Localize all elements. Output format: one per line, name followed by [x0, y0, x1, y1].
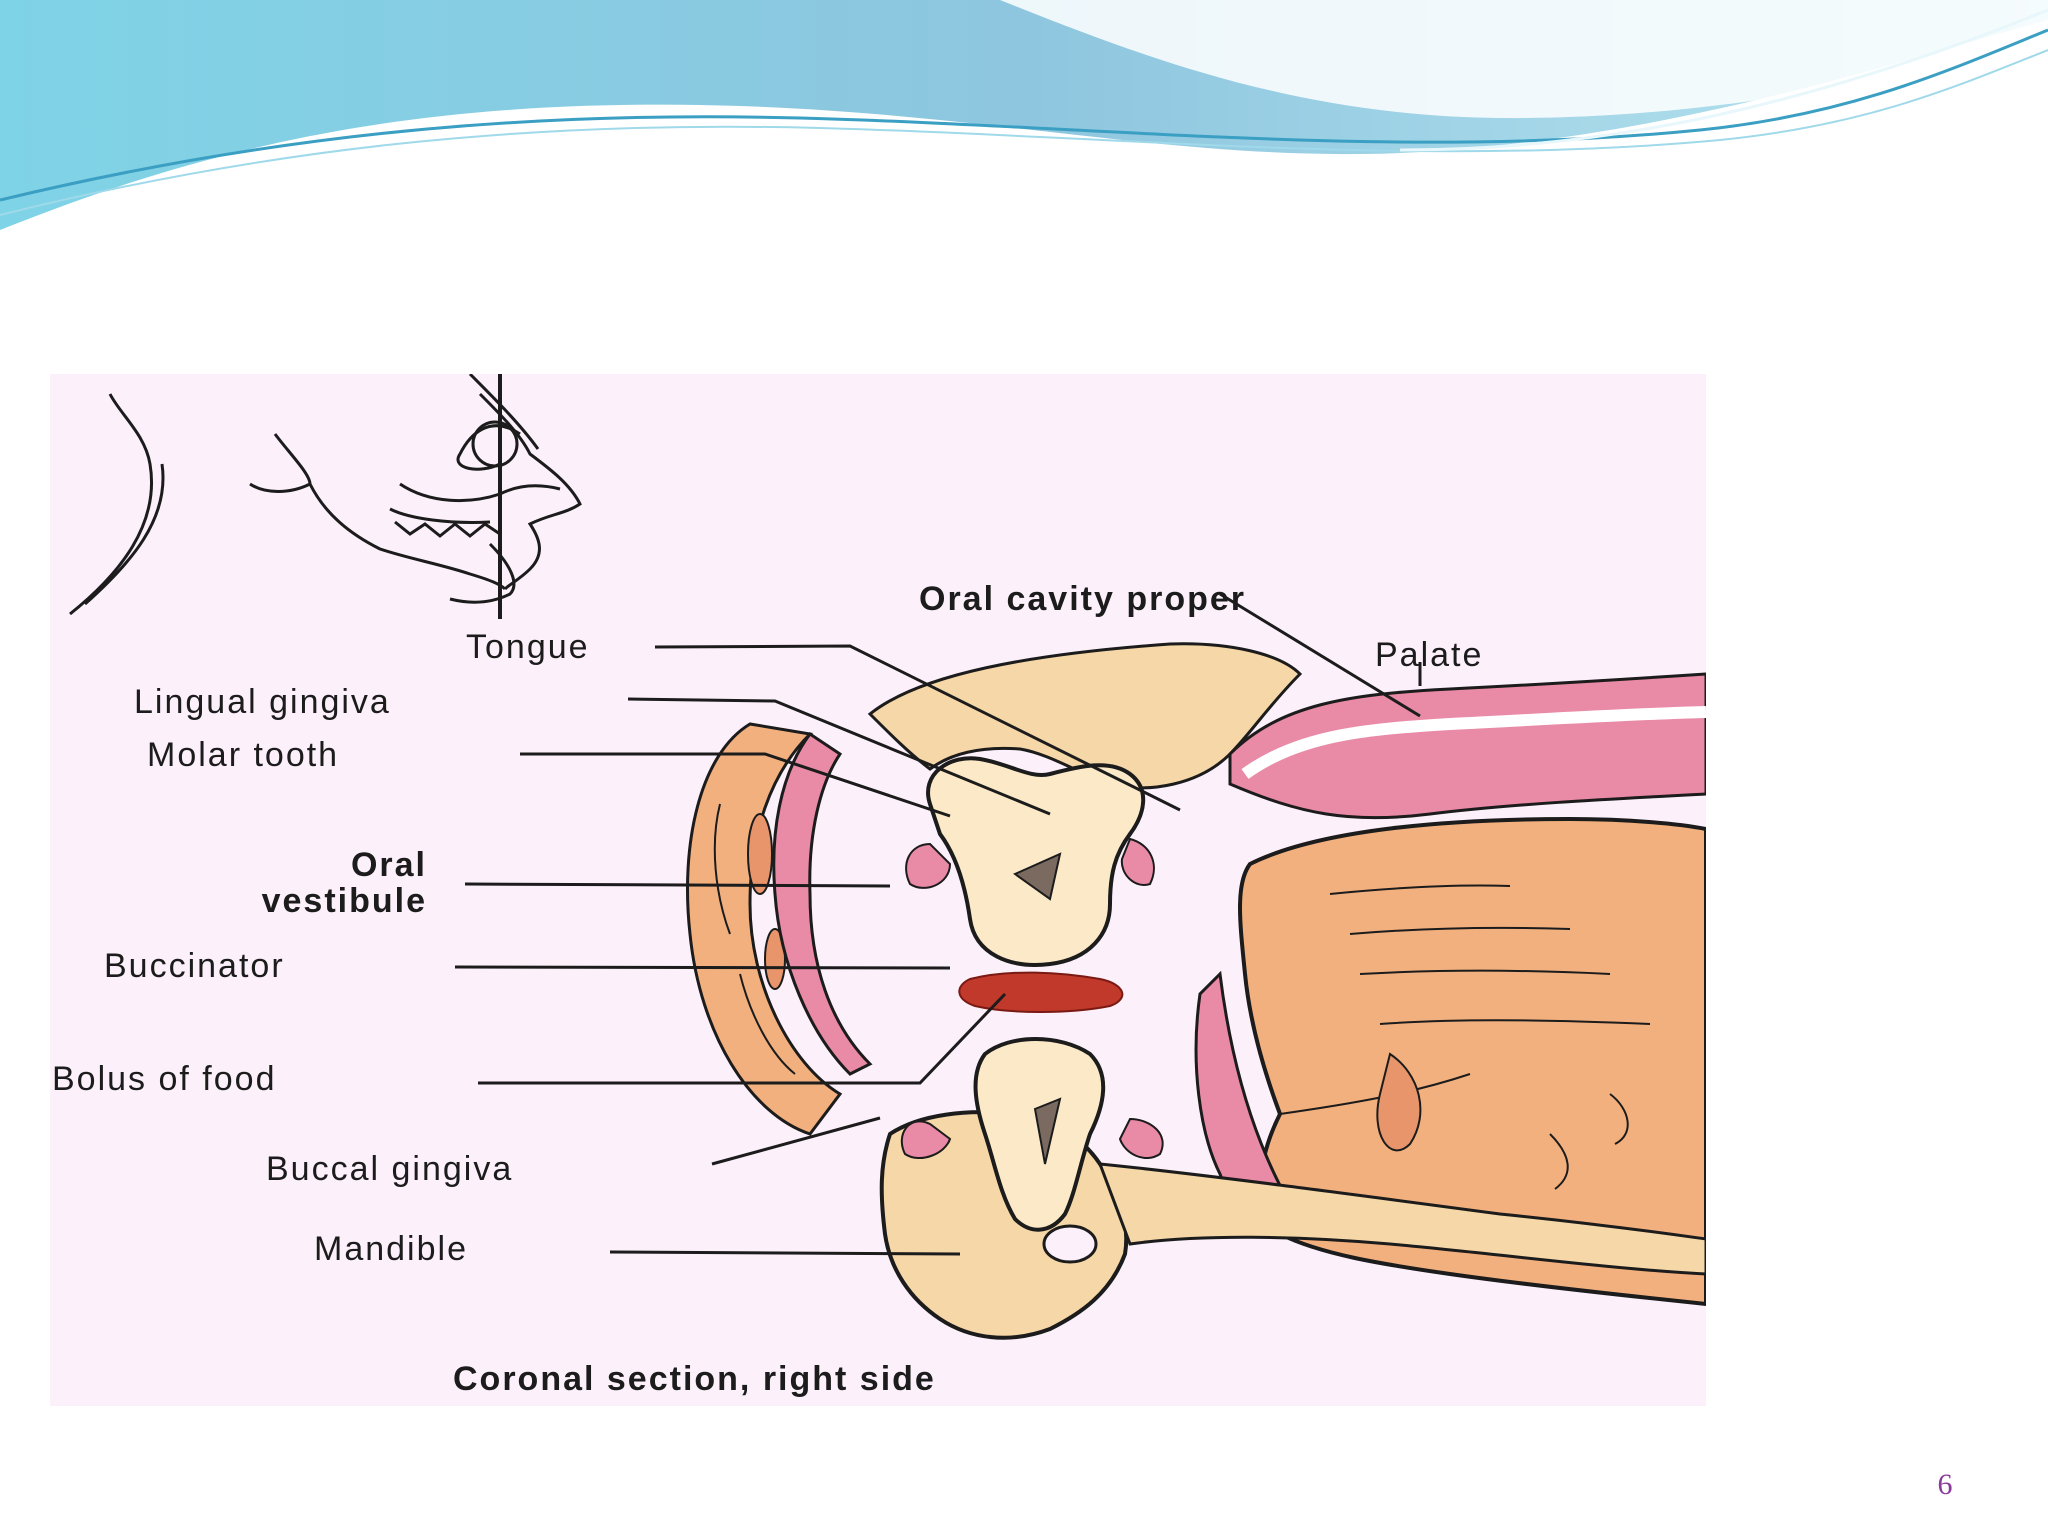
- label-buccinator: Buccinator: [104, 947, 285, 985]
- label-mandible: Mandible: [314, 1230, 468, 1268]
- label-oral-vestibule-line1: Oral: [350, 846, 427, 884]
- page-number: 6: [1937, 1468, 1953, 1501]
- label-oral-cavity-proper: Oral cavity proper: [919, 580, 1247, 618]
- head-profile-sketch: [69, 374, 582, 616]
- leader-lines: [454, 592, 1422, 1256]
- label-lingual-gingiva: Lingual gingiva: [134, 683, 391, 721]
- cheek-region: [686, 722, 873, 1136]
- bolus-of-food: [958, 971, 1124, 1013]
- oral-cavity-diagram: Oral cavity proper Palate Tongue Lingual…: [50, 374, 1706, 1406]
- header-wave: [0, 0, 2048, 230]
- label-bolus-of-food: Bolus of food: [52, 1060, 277, 1098]
- label-molar-tooth: Molar tooth: [147, 736, 340, 774]
- label-oral-vestibule-line2: vestibule: [261, 881, 427, 920]
- label-buccal-gingiva: Buccal gingiva: [266, 1150, 514, 1188]
- diagram-caption: Coronal section, right side: [453, 1360, 936, 1398]
- label-tongue: Tongue: [466, 628, 590, 666]
- palate: [1228, 672, 1706, 820]
- diagram-illustration: [69, 374, 1706, 1340]
- label-oral-vestibule: Oral vestibule: [132, 846, 427, 920]
- tongue: [1238, 816, 1706, 1307]
- maxilla: [867, 642, 1303, 790]
- upper-molar: [926, 756, 1146, 967]
- label-palate: Palate: [1375, 636, 1484, 674]
